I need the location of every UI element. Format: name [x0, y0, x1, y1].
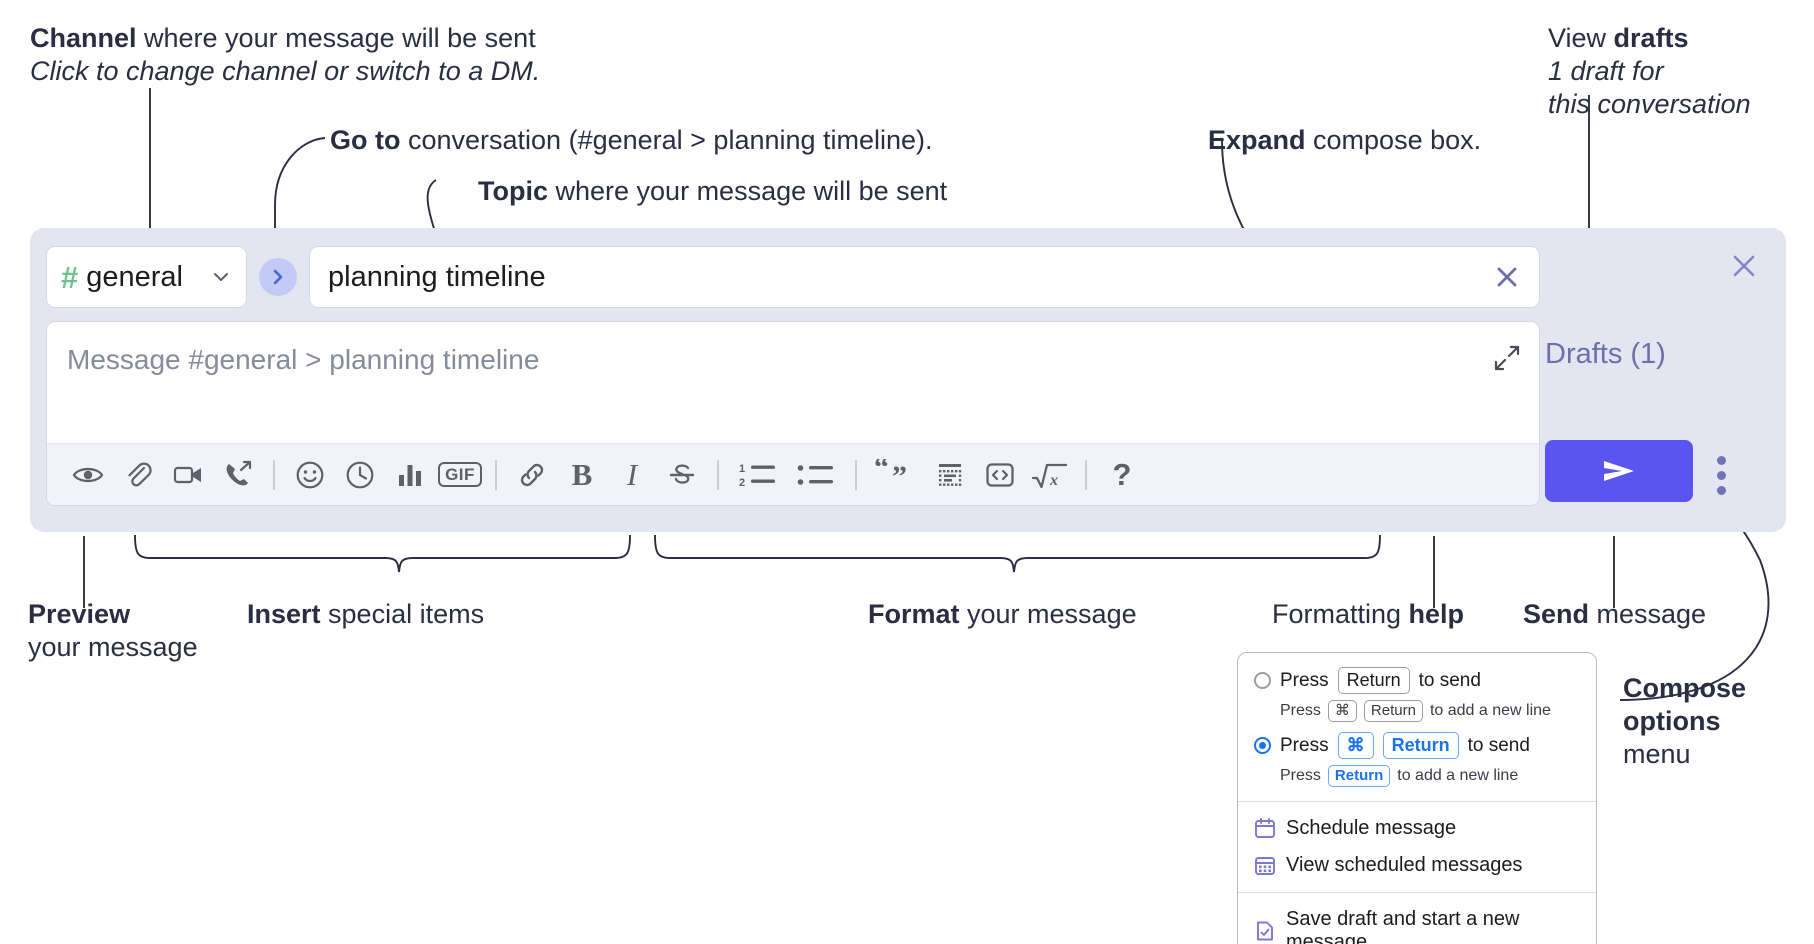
option1-sub-pre: Press	[1280, 702, 1321, 720]
message-input-box[interactable]: Message #general > planning timeline	[46, 321, 1540, 506]
call-icon[interactable]	[213, 453, 263, 497]
option2-sub-pre: Press	[1280, 767, 1321, 785]
clear-topic-button[interactable]	[1491, 261, 1523, 293]
key-return: Return	[1327, 765, 1391, 787]
send-icon	[1604, 461, 1634, 481]
key-return: Return	[1337, 667, 1410, 695]
menu-item-save-draft[interactable]: Save draft and start a new message	[1238, 901, 1596, 944]
svg-text:”: ”	[892, 460, 907, 491]
formatting-toolbar: GIF B I	[47, 443, 1539, 505]
radio-unselected[interactable]	[1254, 672, 1271, 690]
key-return: Return	[1363, 700, 1423, 722]
dot-2	[1717, 471, 1726, 480]
annotation-formatting-help: Formatting help	[1272, 599, 1465, 629]
expand-compose-button[interactable]	[1493, 344, 1521, 372]
option2-subtext: Press Return to add a new line	[1238, 763, 1596, 793]
topic-input[interactable]: planning timeline	[309, 246, 1540, 308]
annotation-format: Format your message	[868, 599, 1137, 629]
send-button[interactable]	[1545, 440, 1693, 502]
svg-text:1: 1	[739, 463, 745, 475]
option2-sub-post: to add a new line	[1397, 767, 1519, 785]
compose-header-row: # general planning timeline	[46, 246, 1540, 308]
dot-3	[1717, 486, 1726, 495]
option1-post: to send	[1418, 669, 1481, 691]
blockquote-icon[interactable]: “ ”	[867, 453, 925, 497]
annotation-channel: Channel where your message will be sent …	[30, 23, 541, 86]
close-icon	[1497, 267, 1517, 287]
annotation-compose-options: Compose options menu	[1623, 673, 1747, 769]
option1-pre: Press	[1280, 669, 1329, 691]
close-panel-button[interactable]	[1728, 250, 1760, 282]
separator-3	[717, 459, 719, 490]
gif-icon[interactable]: GIF	[435, 453, 485, 497]
key-command: ⌘	[1327, 700, 1357, 722]
chevron-down-icon	[210, 266, 232, 288]
svg-text:x: x	[1049, 472, 1058, 489]
ordered-list-icon[interactable]: 1 2	[729, 453, 787, 497]
menu-divider	[1238, 800, 1596, 802]
chevron-right-icon	[273, 269, 283, 285]
code-block-icon[interactable]	[925, 453, 975, 497]
menu-item-label: Schedule message	[1286, 816, 1457, 839]
separator-2	[495, 459, 497, 490]
bulleted-list-icon[interactable]	[787, 453, 845, 497]
menu-divider	[1238, 891, 1596, 893]
option1-subtext: Press ⌘ Return to add a new line	[1238, 698, 1596, 728]
emoji-icon[interactable]	[285, 453, 335, 497]
topic-value: planning timeline	[328, 260, 546, 293]
radio-selected[interactable]	[1254, 737, 1271, 755]
save-draft-icon	[1257, 921, 1273, 941]
attachment-icon[interactable]	[113, 453, 163, 497]
option-command-return-to-send[interactable]: Press ⌘ Return to send	[1238, 728, 1596, 763]
compose-options-menu: Press Return to send Press ⌘ Return to a…	[1237, 652, 1597, 944]
strikethrough-icon[interactable]	[657, 453, 707, 497]
dot-1	[1717, 456, 1726, 465]
channel-picker[interactable]: # general	[46, 246, 247, 308]
key-return: Return	[1382, 731, 1459, 760]
compose-panel: # general planning timeline	[30, 228, 1786, 532]
annotation-drafts: View drafts 1 draft for this conversatio…	[1548, 23, 1751, 119]
bold-icon[interactable]: B	[571, 456, 593, 492]
compose-options-button[interactable]	[1711, 450, 1732, 501]
key-command: ⌘	[1337, 731, 1374, 760]
drafts-link[interactable]: Drafts (1)	[1545, 338, 1666, 370]
annotation-topic: Topic where your message will be sent	[478, 176, 948, 206]
poll-icon[interactable]	[385, 453, 435, 497]
channel-name-label: general	[86, 260, 183, 293]
separator-4	[855, 459, 857, 490]
video-icon[interactable]	[163, 453, 213, 497]
option2-pre: Press	[1280, 734, 1329, 756]
help-icon[interactable]: ?	[1112, 456, 1132, 492]
menu-item-schedule-message[interactable]: Schedule message	[1238, 810, 1596, 847]
calendar-grid-icon	[1255, 857, 1275, 876]
option-return-to-send[interactable]: Press Return to send	[1238, 663, 1596, 698]
menu-item-label: View scheduled messages	[1286, 853, 1523, 876]
menu-item-label: Save draft and start a new message	[1286, 907, 1520, 944]
goto-conversation-button[interactable]	[259, 258, 297, 296]
annotation-insert: Insert special items	[247, 599, 485, 629]
menu-item-view-scheduled[interactable]: View scheduled messages	[1238, 847, 1596, 884]
italic-icon[interactable]: I	[626, 456, 638, 492]
svg-text:“: “	[874, 459, 889, 484]
svg-text:2: 2	[739, 477, 745, 489]
clock-icon[interactable]	[335, 453, 385, 497]
annotation-expand: Expand compose box.	[1208, 125, 1482, 155]
annotation-goto: Go to conversation (#general > planning …	[330, 125, 933, 155]
preview-icon[interactable]	[63, 453, 113, 497]
latex-icon[interactable]: x	[1025, 453, 1075, 497]
message-placeholder: Message #general > planning timeline	[67, 344, 540, 375]
option2-post: to send	[1467, 734, 1530, 756]
annotation-preview: Preview your message	[28, 599, 198, 662]
gif-label: GIF	[438, 462, 482, 487]
close-icon	[1733, 255, 1755, 277]
separator-5	[1085, 459, 1087, 490]
option1-sub-post: to add a new line	[1429, 702, 1551, 720]
link-icon[interactable]	[507, 453, 557, 497]
calendar-schedule-icon	[1255, 818, 1275, 839]
expand-icon	[1494, 345, 1520, 371]
hash-icon: #	[61, 259, 78, 295]
annotation-send: Send message	[1523, 599, 1707, 629]
inline-code-icon[interactable]	[975, 453, 1025, 497]
separator-1	[273, 459, 275, 490]
